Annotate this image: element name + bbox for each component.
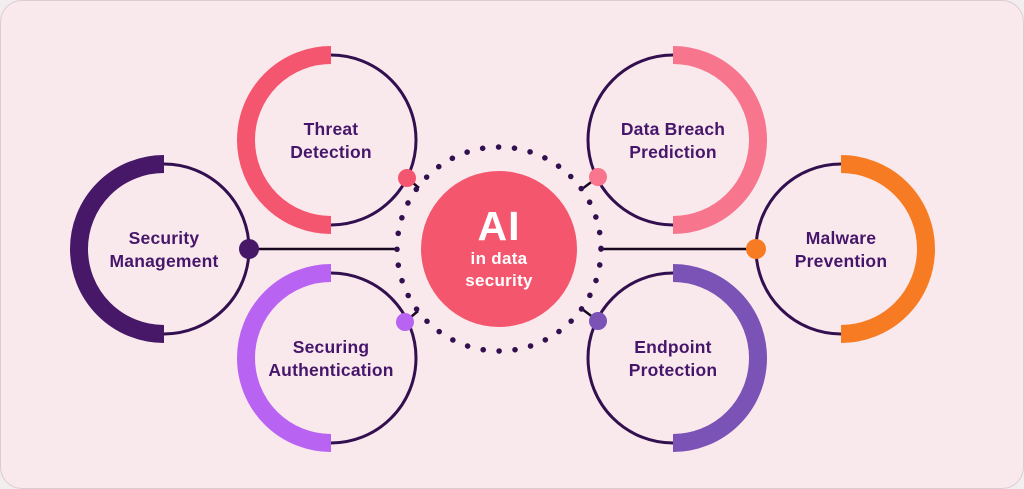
label-line: Securing	[292, 337, 370, 357]
label-security-management: Security Management	[39, 227, 289, 273]
securing-authentication-arc	[237, 264, 332, 452]
label-endpoint-protection: Endpoint Protection	[548, 336, 798, 382]
center-circle	[421, 171, 577, 327]
center-dotted-ring	[394, 144, 604, 354]
label-line: Data Breach	[620, 119, 726, 139]
label-line: Threat	[303, 119, 359, 139]
node-data-breach-prediction	[586, 46, 767, 234]
label-line: Detection	[290, 142, 372, 162]
node-malware-prevention	[746, 155, 935, 343]
label-line: Endpoint	[634, 337, 712, 357]
center-subtitle-line1: in data	[470, 249, 528, 268]
label-malware-prevention: Malware Prevention	[716, 227, 966, 273]
endpoint-protection-arc	[672, 264, 767, 452]
securing-authentication-dot	[396, 313, 414, 331]
label-securing-authentication: Securing Authentication	[206, 336, 456, 382]
label-threat-detection: Threat Detection	[206, 118, 456, 164]
label-line: Prevention	[794, 251, 888, 271]
label-line: Prediction	[629, 142, 717, 162]
center-title: AI	[477, 203, 521, 249]
threat-detection-arc	[237, 46, 332, 234]
label-data-breach-prediction: Data Breach Prediction	[548, 118, 798, 164]
security-management-dot	[239, 239, 259, 259]
node-security-management	[70, 155, 259, 343]
node-endpoint-protection	[586, 264, 767, 452]
data-breach-prediction-dot	[589, 168, 607, 186]
security-management-arc	[70, 155, 165, 343]
data-breach-prediction-arc	[672, 46, 767, 234]
label-line: Protection	[628, 360, 718, 380]
label-line: Malware	[805, 228, 877, 248]
threat-detection-dot	[398, 169, 416, 187]
malware-prevention-arc	[840, 155, 935, 343]
label-line: Security	[128, 228, 200, 248]
node-threat-detection	[237, 46, 418, 234]
center-title-block: AI in data security	[414, 204, 584, 292]
label-line: Authentication	[268, 360, 394, 380]
label-line: Management	[109, 251, 219, 271]
center-subtitle-line2: security	[465, 271, 533, 290]
malware-prevention-dot	[746, 239, 766, 259]
node-securing-authentication	[237, 264, 418, 452]
endpoint-protection-dot	[589, 312, 607, 330]
